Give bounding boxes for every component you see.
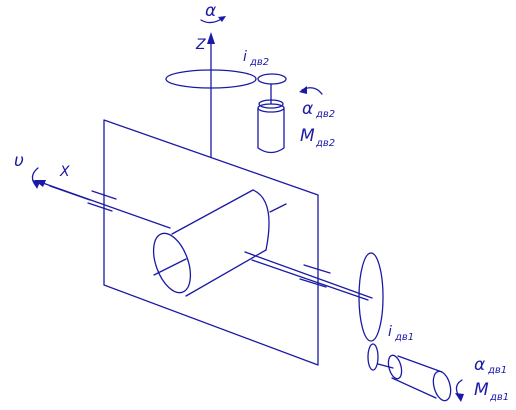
gear1-small: [367, 343, 379, 371]
right-shaft-2: [251, 259, 369, 301]
label-alpha1-sub: дв1: [487, 365, 507, 376]
label-v: υ: [14, 151, 24, 171]
right-bearing-1: [303, 264, 331, 274]
top-small-gear: [257, 73, 287, 85]
frame-plate: [103, 119, 319, 366]
cylinder-axis-right: [269, 203, 287, 213]
label-m2: M: [300, 126, 315, 146]
central-cylinder-front: [152, 232, 192, 294]
motor2-rotation-arrowhead: [299, 86, 307, 94]
cylinder-axis-left: [153, 258, 187, 276]
label-i2: i: [243, 49, 247, 65]
motor1-rotation-arrowhead: [455, 393, 464, 402]
right-bearing-2: [299, 278, 327, 288]
x-axis-line-2: [49, 185, 91, 201]
motor1-front: [387, 354, 403, 380]
motor1-body: [391, 355, 443, 399]
label-m1: M: [474, 380, 489, 400]
motor2-cap: [257, 103, 285, 113]
left-bearing-2: [87, 202, 113, 212]
label-alpha2: α: [302, 99, 313, 119]
label-i1-sub: дв1: [394, 332, 414, 343]
label-alpha1: α: [474, 355, 485, 375]
label-x: X: [59, 164, 70, 180]
label-i1: i: [388, 324, 392, 340]
v-rotation-arrowhead: [32, 180, 40, 189]
motor2-body: [257, 107, 285, 154]
central-cylinder-body: [171, 189, 267, 297]
label-alpha-top: α: [205, 1, 216, 21]
label-z: Z: [195, 37, 206, 53]
top-gear: [165, 69, 257, 89]
label-i2-sub: дв2: [249, 57, 269, 68]
central-cylinder-back: [252, 189, 270, 251]
label-alpha2-sub: дв2: [315, 109, 335, 120]
right-shaft-1: [244, 251, 373, 299]
motor1-shaft: [377, 363, 394, 369]
z-axis-arrowhead: [207, 32, 215, 44]
label-m1-sub: дв1: [489, 392, 509, 403]
gear1: [358, 252, 384, 342]
alpha-rotation-arrowhead: [218, 16, 226, 22]
label-m2-sub: дв2: [315, 138, 335, 149]
left-bearing-1: [91, 190, 117, 200]
motor1-back: [432, 370, 452, 402]
